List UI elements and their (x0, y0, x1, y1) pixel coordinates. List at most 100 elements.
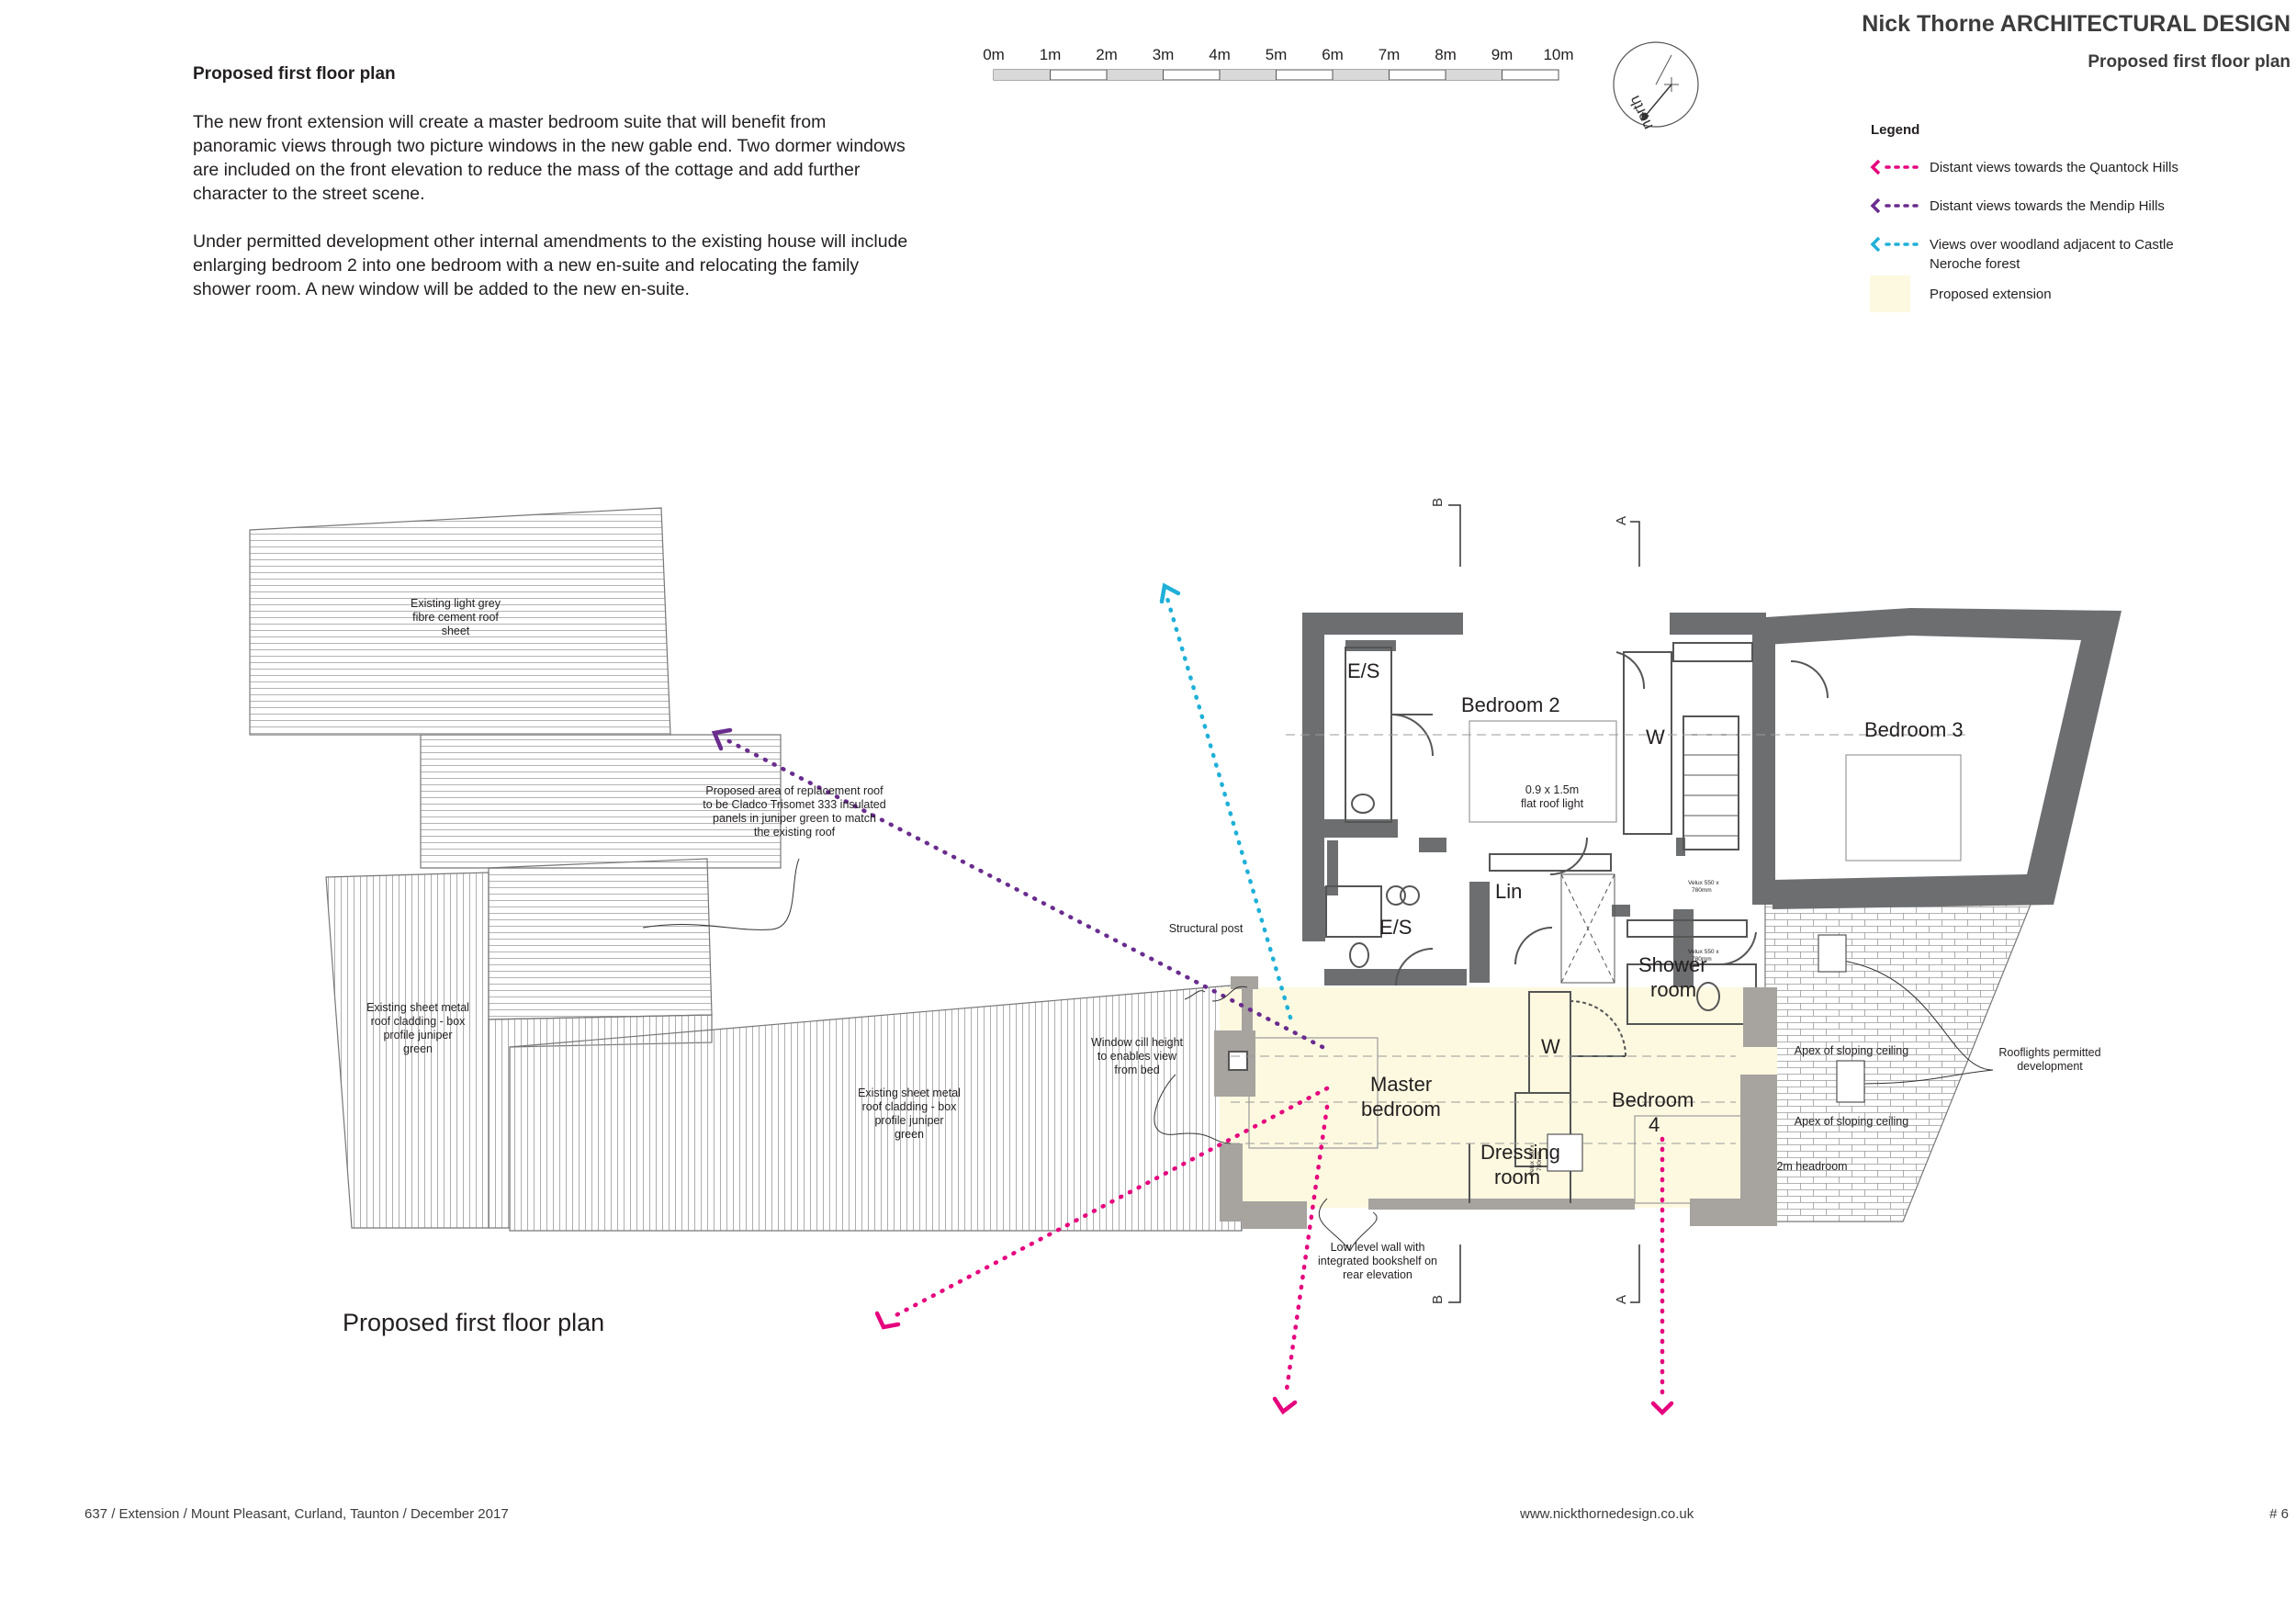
scale-bar-graphic (993, 69, 1559, 81)
note-roof-grey-3: sheet (442, 625, 470, 637)
footer-project: 637 / Extension / Mount Pleasant, Curlan… (84, 1506, 509, 1522)
rooflights (1547, 934, 1865, 1172)
note-rooflights-1: Rooflights permitted (1998, 1046, 2100, 1059)
legend-item-mendip: Distant views towards the Mendip Hills (1870, 197, 2205, 216)
extension-walls (1214, 976, 1777, 1229)
scale-label: 8m (1435, 46, 1457, 63)
note-replacement-1: Proposed area of replacement roof (705, 784, 884, 797)
note-structural-post: Structural post (1169, 922, 1244, 935)
cyan-arrow-icon (1870, 236, 1919, 253)
note-metal-left-4: green (403, 1042, 433, 1055)
note-metal-left-3: profile juniper (383, 1029, 452, 1042)
sheet-title: Proposed first floor plan (2088, 52, 2290, 72)
room-bedroom-4-2: 4 (1649, 1113, 1660, 1136)
partitions (1325, 642, 1829, 1025)
extension-area (1220, 987, 1777, 1208)
arrow-quantock-s2-head (1650, 1401, 1674, 1416)
note-rooflights-2: development (2017, 1060, 2083, 1073)
room-dressing-2: room (1494, 1165, 1540, 1188)
scale-label: 7m (1378, 46, 1401, 63)
note-apex-1: Apex of sloping ceiling (1795, 1044, 1908, 1057)
note-window-cill-2: to enables view (1097, 1050, 1177, 1063)
room-master-1: Master (1370, 1073, 1432, 1096)
velux-1-a: Velux 550 x (1688, 880, 1719, 886)
scale-label: 1m (1039, 46, 1062, 63)
arrow-quantock-s1 (1283, 1104, 1330, 1399)
firm-name: Nick Thorne ARCHITECTURAL DESIGN (1862, 11, 2290, 37)
scale-label: 2m (1096, 46, 1118, 63)
room-shower-1: Shower (1638, 953, 1707, 976)
room-master-2: bedroom (1361, 1098, 1441, 1120)
section-a-top-label: A (1614, 516, 1629, 525)
note-metal-left-1: Existing sheet metal (366, 1001, 469, 1014)
note-replacement-4: the existing roof (754, 826, 836, 839)
roof-metal-mid (509, 984, 1243, 1232)
note-flat-roof-light-2: flat roof light (1521, 797, 1584, 810)
arrow-woodland (1164, 592, 1293, 1020)
room-bedroom-2: Bedroom 2 (1461, 693, 1560, 716)
leader-lines (642, 858, 1994, 1252)
note-flat-roof-light-1: 0.9 x 1.5m (1525, 783, 1579, 796)
north-arrow: north (1613, 41, 1699, 132)
arrow-woodland-head (1159, 582, 1181, 604)
note-headroom: 2m headroom (1776, 1160, 1847, 1173)
roof-fibre-cement (249, 507, 782, 869)
scale-label: 6m (1322, 46, 1344, 63)
note-roof-grey-2: fibre cement roof (412, 611, 499, 624)
note-window-cill-3: from bed (1114, 1064, 1159, 1076)
note-metal-mid-1: Existing sheet metal (858, 1087, 961, 1099)
intro-title: Proposed first floor plan (193, 64, 396, 84)
intro-paragraph-2: Under permitted development other intern… (193, 231, 908, 299)
velux-2-a: Velux 550 x (1688, 949, 1719, 955)
annotations: Existing light grey fibre cement roof sh… (366, 597, 2101, 1281)
intro-paragraph-1: The new front extension will create a ma… (193, 112, 906, 204)
room-bedroom-4-1: Bedroom (1612, 1088, 1694, 1111)
scale-label: 3m (1152, 46, 1175, 63)
purple-arrow-icon (1870, 197, 1919, 214)
arrow-quantock-sw-head (874, 1311, 901, 1330)
note-low-wall-1: Low level wall with (1331, 1241, 1425, 1254)
extension-swatch (1870, 276, 1910, 312)
footer-website[interactable]: www.nickthornedesign.co.uk (1520, 1506, 1694, 1522)
velux-2-b: 780mm (1692, 956, 1712, 963)
note-apex-2: Apex of sloping ceiling (1795, 1115, 1908, 1128)
room-dressing-1: Dressing (1480, 1141, 1560, 1164)
arrow-quantock-s1-head (1272, 1396, 1298, 1415)
room-bedroom-3: Bedroom 3 (1864, 718, 1964, 741)
roof-metal-left (325, 858, 713, 1229)
room-shower-2: room (1650, 978, 1696, 1001)
structural-post (1228, 1051, 1248, 1071)
room-labels: E/S Bedroom 2 Bedroom 3 W Lin E/S Shower… (1347, 659, 1964, 1188)
dashed-guides (1231, 734, 1965, 1144)
scale-bar: 0m 1m 2m 3m 4m 5m 6m 7m 8m 9m 10m (983, 0, 1574, 92)
arrow-mendip-head (711, 727, 733, 751)
section-a-bottom-label: A (1614, 1295, 1629, 1304)
note-roof-grey-1: Existing light grey (411, 597, 501, 610)
note-low-wall-3: rear elevation (1343, 1268, 1412, 1281)
room-es-mid: E/S (1379, 916, 1412, 939)
scale-label: 0m (983, 46, 1005, 63)
plan-label: Proposed first floor plan (343, 1309, 605, 1336)
room-lin: Lin (1495, 880, 1522, 903)
scale-label: 5m (1265, 46, 1288, 63)
velux-3-a: Velux 550 x (1529, 1144, 1536, 1176)
room-wardrobe-top: W (1646, 726, 1665, 749)
velux-1-b: 780mm (1692, 887, 1712, 894)
legend-title: Legend (1871, 122, 1920, 138)
note-metal-mid-4: green (895, 1128, 924, 1141)
scale-label: 10m (1543, 46, 1574, 63)
section-b-bottom-label: B (1430, 1295, 1446, 1304)
section-markers (1448, 504, 1640, 1303)
scale-label: 9m (1491, 46, 1514, 63)
room-es-top: E/S (1347, 659, 1379, 682)
arrow-quantock-sw (888, 1086, 1330, 1321)
scale-label: 4m (1209, 46, 1231, 63)
existing-walls (1302, 608, 2122, 987)
note-metal-mid-3: profile juniper (874, 1114, 943, 1127)
note-metal-mid-2: roof cladding - box (862, 1100, 958, 1113)
pink-arrow-icon (1870, 159, 1919, 175)
legend-item-woodland: Views over woodland adjacent to Castle N… (1870, 235, 2205, 274)
velux-3-b: 780mm (1536, 1151, 1543, 1171)
footer-page-number: # 6 (2269, 1506, 2289, 1522)
